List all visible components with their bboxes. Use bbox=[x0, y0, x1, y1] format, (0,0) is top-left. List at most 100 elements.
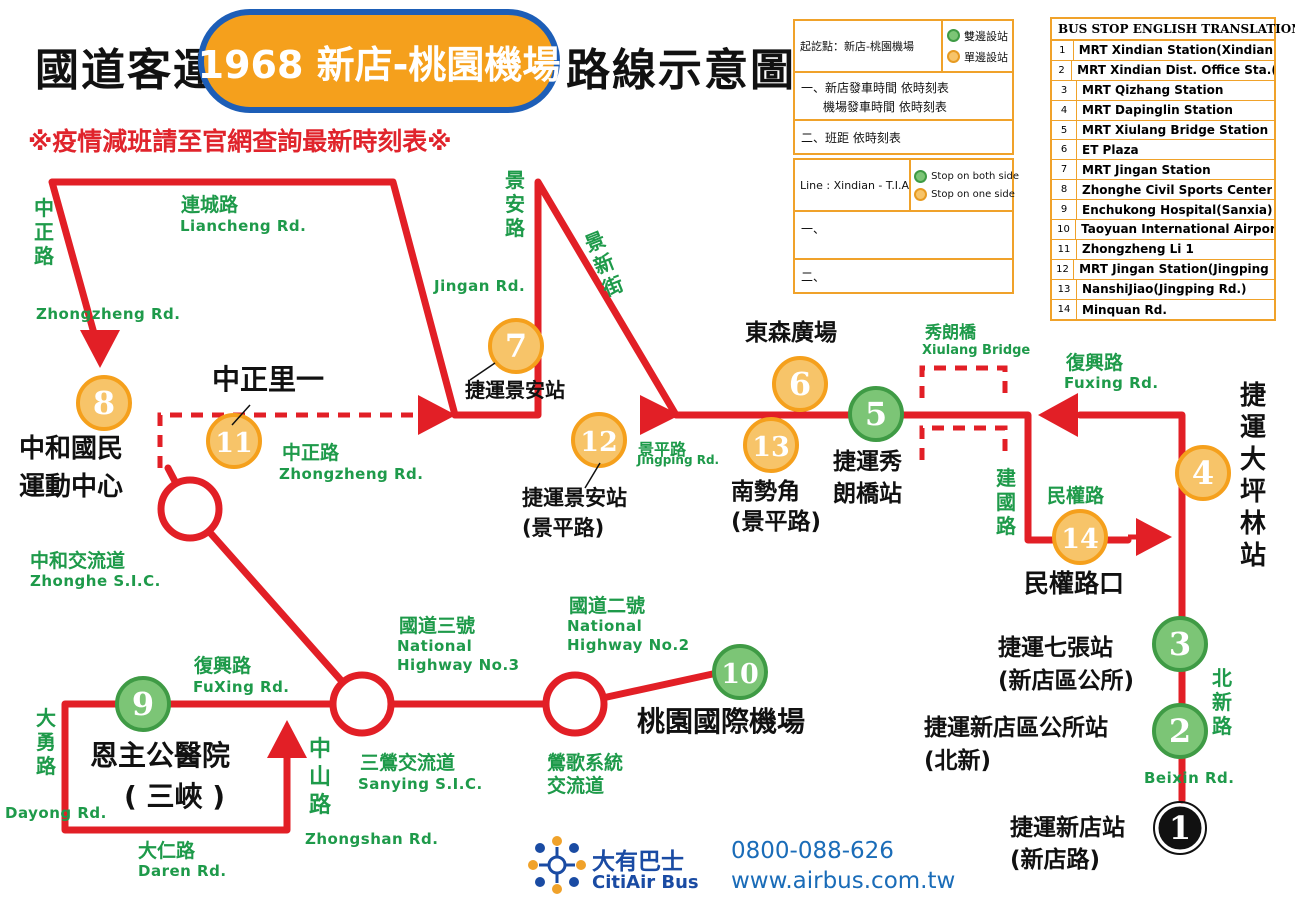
stop-3-label-2: (新店區公所) bbox=[998, 668, 1135, 694]
stop-number: 1 bbox=[1169, 809, 1191, 847]
title-right: 路線示意圖 bbox=[566, 45, 796, 96]
translation-row-name: MRT Dapinglin Station bbox=[1082, 103, 1233, 118]
arrow-right-icon bbox=[640, 395, 680, 435]
pandemic-notice: ※疫情減班請至官網查詢最新時刻表※ bbox=[28, 127, 452, 156]
stop-number: 13 bbox=[752, 432, 790, 463]
stop-14-label: 民權路口 bbox=[1024, 569, 1125, 598]
legend-both-label: 雙邊設站 bbox=[964, 29, 1008, 43]
translation-row-name: Minquan Rd. bbox=[1082, 302, 1167, 317]
stop-marker-6: 6 bbox=[772, 356, 828, 412]
translation-row-name: Zhonghe Civil Sports Center bbox=[1082, 182, 1273, 197]
stop-10-label: 桃園國際機場 bbox=[637, 705, 806, 738]
translation-row-name: MRT Xindian Station(Xindian Rd.) bbox=[1078, 43, 1274, 58]
stop-marker-8: 8 bbox=[76, 375, 132, 431]
departure-xindian: 一、新店發車時間 依時刻表 bbox=[801, 81, 949, 95]
legend-one-label-en: Stop on one side bbox=[931, 188, 1015, 200]
road-zhonghe-sic: 中和交流道 bbox=[30, 550, 126, 572]
stop-number: 11 bbox=[215, 428, 253, 459]
translation-row-name: MRT Jingan Station(Jingping Rd.) bbox=[1079, 262, 1274, 277]
road-jingan-en: Jingan Rd. bbox=[434, 277, 526, 295]
road-beixin-en: Beixin Rd. bbox=[1144, 769, 1235, 787]
road-daren: 大仁路 bbox=[138, 840, 196, 862]
stop-marker-3: 3 bbox=[1152, 616, 1208, 672]
road-fuxing-west: 復興路 bbox=[194, 655, 252, 677]
translation-row-name: MRT Qizhang Station bbox=[1082, 83, 1224, 98]
road-jingping-en: Jingping Rd. bbox=[637, 453, 720, 467]
translation-row-name: ET Plaza bbox=[1082, 142, 1139, 157]
stop-number: 5 bbox=[865, 395, 887, 433]
route-zhongzheng-liancheng bbox=[48, 178, 1132, 544]
translation-row-name: Zhongzheng Li 1 bbox=[1082, 242, 1194, 257]
road-jingping: 景平路 bbox=[638, 440, 687, 459]
route-number-badge: 1968 新店-桃園機場 bbox=[198, 9, 560, 113]
route-zhongzheng-dashed bbox=[157, 412, 420, 468]
translation-row-no: 13 bbox=[1052, 279, 1077, 299]
translation-row-name: Enchukong Hospital(Sanxia) bbox=[1082, 202, 1273, 217]
one-side-legend-icon bbox=[947, 50, 960, 63]
translation-row-no: 6 bbox=[1052, 140, 1077, 160]
info-en-item-2: 二、 bbox=[801, 270, 826, 284]
stop-number: 4 bbox=[1192, 454, 1214, 492]
translation-row-no: 1 bbox=[1052, 41, 1074, 60]
stop-8-label-2: 運動中心 bbox=[19, 472, 124, 502]
translation-row-no: 9 bbox=[1052, 200, 1077, 220]
translation-table: BUS STOP ENGLISH TRANSLATION 1 MRT Xindia… bbox=[1050, 17, 1295, 322]
stop-2-label-1: 捷運新店區公所站 bbox=[924, 715, 1108, 741]
stop-5-label-2: 朗橋站 bbox=[833, 481, 902, 507]
road-dayong-en: Dayong Rd. bbox=[5, 804, 107, 822]
road-jianguo: 建國路 bbox=[996, 466, 1016, 538]
road-liancheng-en: Liancheng Rd. bbox=[180, 217, 307, 235]
road-fuxing-west-en: FuXing Rd. bbox=[193, 678, 290, 696]
stop-marker-10: 10 bbox=[712, 644, 768, 700]
road-daren-en: Daren Rd. bbox=[138, 862, 227, 880]
road-zhongzheng-v-en: Zhongzheng Rd. bbox=[36, 305, 181, 323]
stop-number: 14 bbox=[1061, 524, 1099, 555]
stop-5-label-1: 捷運秀 bbox=[833, 449, 902, 475]
stop-12-label-1: 捷運景安站 bbox=[522, 486, 627, 510]
translation-row: 6 ET Plaza bbox=[1052, 140, 1274, 161]
road-zhongzheng-h-en: Zhongzheng Rd. bbox=[279, 465, 424, 483]
translation-row: 5 MRT Xiulang Bridge Station bbox=[1052, 120, 1274, 141]
road-national-highway-3-en-2: Highway No.3 bbox=[397, 656, 520, 674]
translation-row-no: 5 bbox=[1052, 120, 1077, 140]
stop-6-label: 東森廣場 bbox=[745, 320, 837, 346]
phone-number: 0800-088-626 bbox=[731, 838, 894, 864]
translation-row-no: 10 bbox=[1052, 220, 1077, 239]
stop-number: 3 bbox=[1169, 625, 1191, 663]
brand-name-en: CitiAir Bus bbox=[592, 872, 699, 893]
title-left: 國道客運 bbox=[35, 45, 219, 96]
brand-name-zh: 大有巴士 bbox=[592, 849, 684, 875]
stop-marker-12: 12 bbox=[571, 412, 627, 468]
road-national-highway-2: 國道二號 bbox=[569, 595, 646, 617]
stop-number: 10 bbox=[721, 659, 759, 690]
stop-number: 9 bbox=[132, 685, 154, 723]
stop-12-label-2: (景平路) bbox=[522, 516, 605, 540]
stop-9-label-2: ( 三峽 ) bbox=[124, 780, 226, 813]
translation-row-no: 7 bbox=[1052, 160, 1077, 180]
road-national-highway-3-en-1: National bbox=[397, 637, 473, 655]
translation-row-name: MRT Xiulang Bridge Station bbox=[1082, 123, 1269, 137]
stop-marker-5: 5 bbox=[848, 386, 904, 442]
stop-number: 12 bbox=[580, 427, 618, 458]
road-zhongshan: 中山路 bbox=[309, 737, 332, 818]
arrow-left-icon bbox=[1038, 393, 1078, 437]
stop-11-label: 中正里一 bbox=[212, 363, 325, 396]
road-fuxing-east-en: Fuxing Rd. bbox=[1064, 374, 1159, 392]
stop-1-label-2: (新店路) bbox=[1010, 847, 1101, 873]
sanying-interchange-icon bbox=[329, 671, 395, 737]
translation-row-no: 4 bbox=[1052, 100, 1077, 120]
both-side-legend-icon-en bbox=[914, 169, 928, 183]
road-zhonghe-sic-en: Zhonghe S.I.C. bbox=[30, 572, 161, 590]
stop-number: 6 bbox=[789, 365, 811, 403]
translation-row-no: 14 bbox=[1052, 299, 1077, 320]
road-fuxing-east: 復興路 bbox=[1066, 352, 1124, 374]
translation-row-name: MRT Jingan Station bbox=[1082, 162, 1211, 177]
translation-table-title: BUS STOP ENGLISH TRANSLATION bbox=[1052, 19, 1295, 41]
road-national-highway-3: 國道三號 bbox=[399, 615, 476, 637]
road-sanying-sic-en: Sanying S.I.C. bbox=[358, 775, 483, 793]
